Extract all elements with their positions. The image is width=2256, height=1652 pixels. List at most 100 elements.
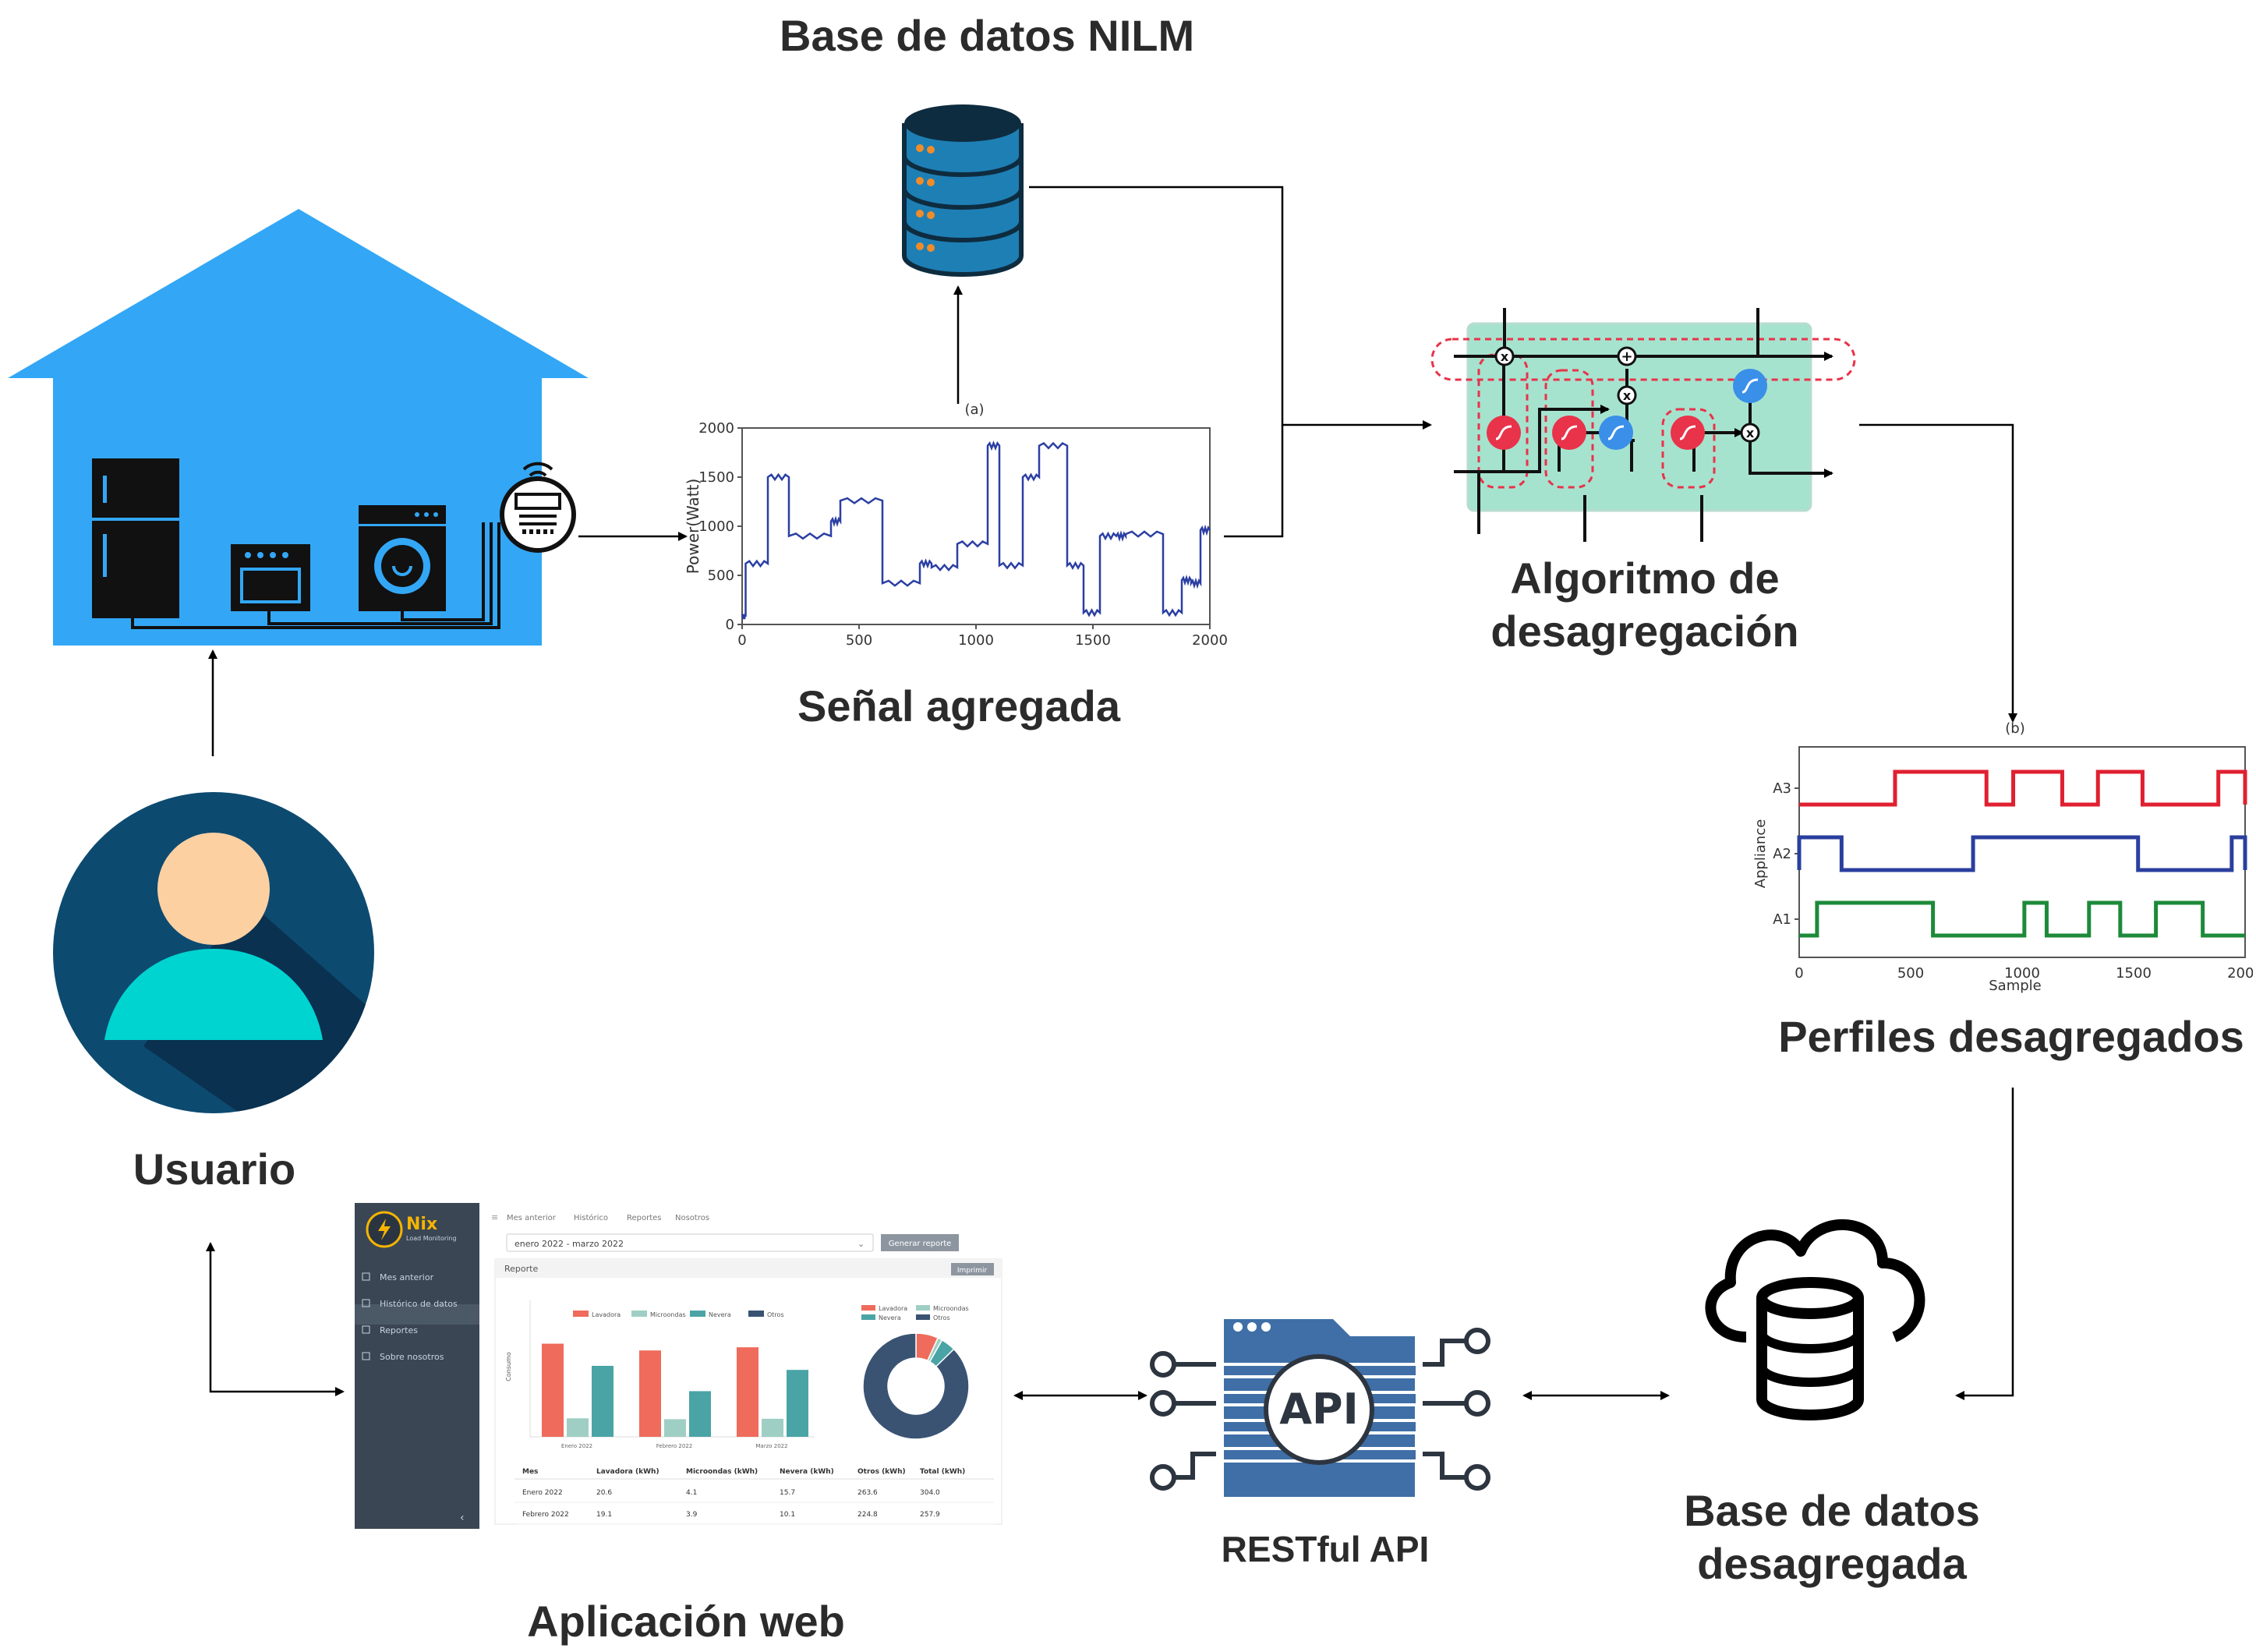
disagg-db-label-line2: desagregada [1697, 1539, 1967, 1588]
pie-slice [862, 1332, 970, 1440]
table-header-cell: Nevera (kWh) [780, 1468, 834, 1476]
smart-meter-icon [500, 462, 576, 553]
profiles-category-label: A2 [1773, 846, 1791, 862]
table-header-cell: Mes [522, 1468, 538, 1476]
table-cell: 15.7 [780, 1489, 795, 1497]
webapp-bar-ylabel: Consumo [505, 1352, 512, 1381]
profiles-category-label: A1 [1773, 911, 1791, 928]
arrow-nilm-db-to-algorithm [1029, 186, 1432, 430]
bar [762, 1418, 783, 1437]
washing-machine-icon [359, 505, 446, 611]
profiles-ylabel: Appliance [1752, 819, 1769, 889]
svg-text:x: x [1501, 349, 1509, 364]
bar-legend-swatch [631, 1311, 647, 1317]
arrow-signal-to-algorithm [1224, 425, 1284, 538]
pie-legend-label: Lavadora [879, 1305, 907, 1312]
bar [592, 1365, 614, 1437]
top-nav-item[interactable]: Reportes [627, 1214, 662, 1222]
signal-xtick-label: 500 [846, 632, 872, 649]
profiles-chart-title: (b) [2005, 720, 2024, 737]
table-cell: 263.6 [857, 1489, 878, 1497]
profile-series-a2 [1797, 835, 2247, 872]
bar-category-label: Marzo 2022 [755, 1443, 787, 1449]
signal-ytick-label: 0 [726, 617, 734, 633]
pie-legend-swatch [916, 1314, 930, 1320]
profiles-xtick-label: 0 [1795, 965, 1803, 982]
profiles-category-label: A3 [1773, 780, 1791, 797]
bar [567, 1418, 589, 1437]
pie-legend-label: Nevera [879, 1314, 901, 1321]
pie-legend-swatch [861, 1314, 875, 1320]
bar-category-label: Febrero 2022 [656, 1443, 692, 1449]
bar-legend-label: Microondas [650, 1311, 686, 1318]
print-button[interactable] [951, 1263, 994, 1275]
lstm-cell-icon: x + x x [1430, 308, 1856, 542]
bar-legend-swatch [748, 1311, 764, 1317]
bar [689, 1391, 711, 1437]
webapp-sidebar [355, 1203, 479, 1529]
bar [787, 1370, 808, 1437]
top-nav-item[interactable]: Mes anterior [507, 1214, 557, 1222]
profiles-label: Perfiles desagregados [1778, 1012, 2244, 1061]
sidebar-item[interactable]: Reportes [380, 1325, 418, 1335]
signal-ytick-label: 1000 [698, 518, 734, 535]
signal-chart-title: (a) [964, 402, 984, 418]
nilm-db-label: Base de datos NILM [780, 11, 1195, 60]
chevron-down-icon[interactable]: ⌄ [857, 1239, 865, 1249]
nav-icon [362, 1325, 370, 1334]
svg-text:x: x [1746, 426, 1755, 440]
signal-ytick-label: 2000 [698, 420, 734, 437]
top-nav-item[interactable]: Nosotros [675, 1214, 709, 1222]
restful-api-label: RESTful API [1221, 1529, 1430, 1569]
user-label: Usuario [133, 1144, 296, 1194]
svg-text:+: + [1621, 348, 1632, 365]
database-icon [902, 104, 1024, 277]
fridge-icon [92, 458, 179, 618]
table-header-cell: Lavadora (kWh) [596, 1468, 659, 1476]
web-app-label: Aplicación web [527, 1597, 845, 1646]
date-range-select[interactable]: enero 2022 - marzo 2022 [514, 1239, 624, 1249]
sidebar-item[interactable]: Histórico de datos [380, 1299, 458, 1309]
sidebar-item[interactable]: Mes anterior [380, 1272, 434, 1282]
generate-report-label: Generar reporte [889, 1240, 952, 1248]
pie-legend-label: Microondas [933, 1305, 969, 1312]
menu-icon[interactable]: ≡ [491, 1212, 498, 1222]
table-cell: Enero 2022 [522, 1489, 563, 1497]
table-cell: 19.1 [596, 1511, 612, 1519]
table-cell: 257.9 [920, 1511, 940, 1519]
disagg-db-label-line1: Base de datos [1684, 1486, 1980, 1535]
top-nav-item[interactable]: Histórico [574, 1213, 608, 1222]
table-cell: Febrero 2022 [522, 1511, 569, 1519]
svg-text:‹: ‹ [460, 1512, 465, 1524]
table-cell: 20.6 [596, 1489, 612, 1497]
bar [542, 1343, 564, 1437]
bar [639, 1350, 661, 1437]
cloud-database-icon [1705, 1219, 1925, 1420]
web-app-screenshot: Nix Load Monitoring Mes anteriorHistóric… [355, 1203, 1013, 1529]
print-label: Imprimir [957, 1267, 988, 1275]
table-cell: 304.0 [920, 1489, 940, 1497]
bar-legend-swatch [690, 1311, 705, 1317]
pie-legend-label: Otros [933, 1314, 950, 1321]
table-header-cell: Microondas (kWh) [686, 1468, 758, 1476]
arrow-algorithm-to-profiles [1859, 423, 2017, 723]
profiles-xtick-label: 1500 [2116, 965, 2152, 982]
webapp-logo: Nix [406, 1215, 437, 1234]
bar-legend-label: Nevera [709, 1311, 731, 1318]
algorithm-label-line2: desagregación [1490, 607, 1799, 656]
table-header-cell: Total (kWh) [920, 1468, 965, 1476]
sidebar-item[interactable]: Sobre nosotros [380, 1352, 444, 1362]
generate-report-button[interactable] [881, 1234, 959, 1251]
report-title: Reporte [504, 1264, 538, 1274]
bar-category-label: Enero 2022 [561, 1443, 592, 1449]
house-icon [8, 209, 589, 646]
bar [664, 1419, 686, 1437]
profiles-xtick-label: 500 [1897, 965, 1924, 982]
algorithm-label-line1: Algoritmo de [1510, 554, 1780, 603]
table-cell: 3.9 [686, 1511, 698, 1519]
nav-icon [362, 1352, 370, 1360]
svg-text:x: x [1623, 388, 1632, 403]
table-header-cell: Otros (kWh) [857, 1468, 906, 1476]
